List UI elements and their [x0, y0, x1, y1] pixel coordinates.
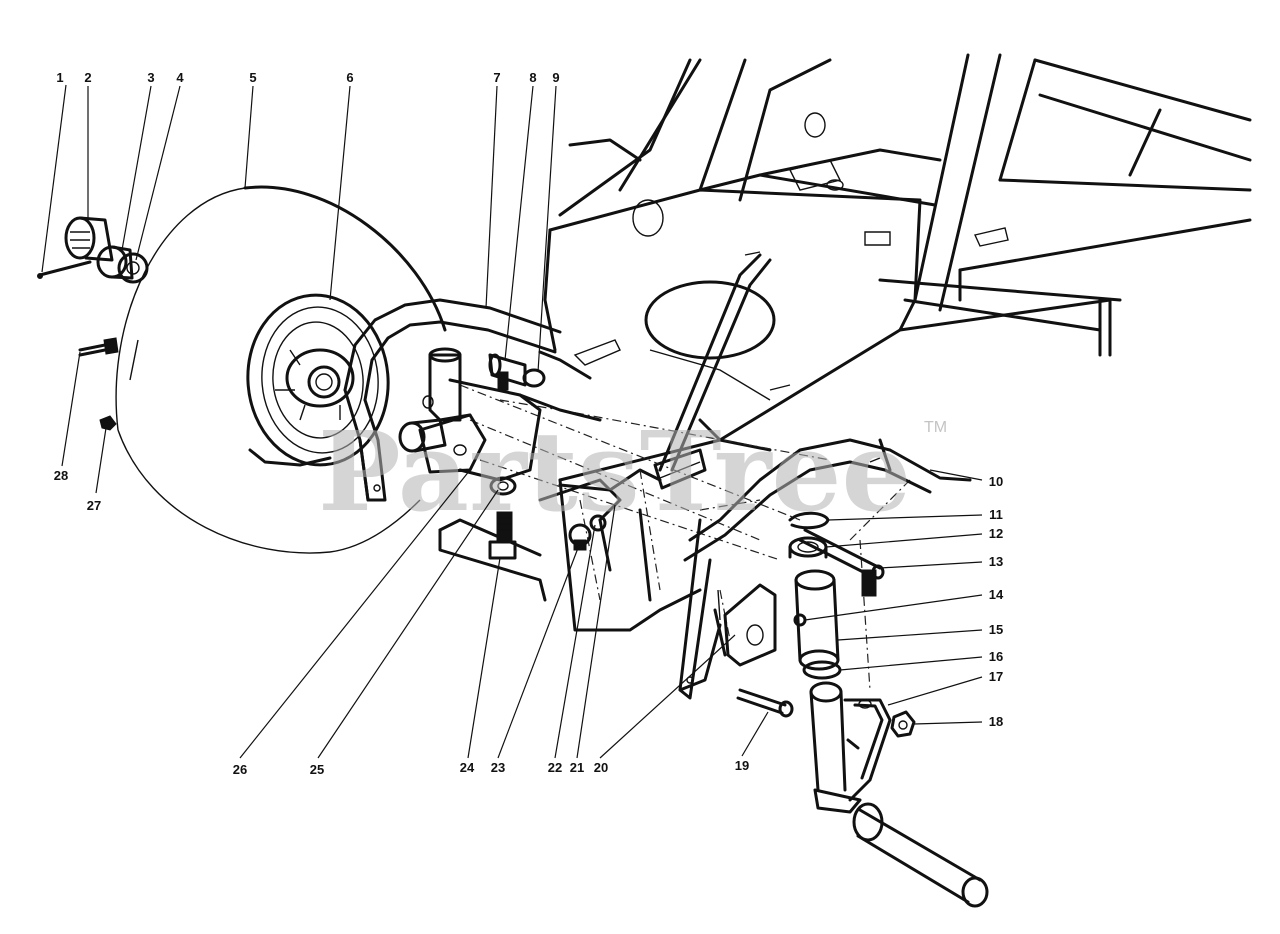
callout-4: 4	[176, 70, 184, 85]
callout-12: 12	[989, 526, 1003, 541]
callout-25: 25	[310, 762, 324, 777]
left-spindle	[398, 413, 487, 474]
left-axle-bracket	[422, 347, 622, 522]
callout-21: 21	[570, 760, 584, 775]
callout-22: 22	[548, 760, 562, 775]
callout-9: 9	[552, 70, 559, 85]
callout-15: 15	[989, 622, 1003, 637]
callout-28: 28	[54, 468, 68, 483]
callout-19: 19	[735, 758, 749, 773]
bushing-15	[793, 569, 840, 671]
callout-6: 6	[346, 70, 353, 85]
nut-27	[99, 415, 117, 431]
callout-3: 3	[147, 70, 154, 85]
callout-17: 17	[989, 669, 1003, 684]
front-axle-beam	[678, 438, 972, 700]
bolt-19	[736, 688, 794, 718]
callout-14: 14	[989, 587, 1004, 602]
callout-10: 10	[989, 474, 1003, 489]
leader-lines	[41, 84, 983, 759]
watermark-text: PartsTree	[318, 407, 912, 536]
watermark-trademark: TM	[924, 419, 947, 436]
right-spindle-bracket-20	[713, 583, 777, 667]
callout-2: 2	[84, 70, 91, 85]
hub-cap-assembly	[37, 216, 149, 284]
callout-11: 11	[989, 507, 1003, 522]
tractor-frame	[438, 53, 1252, 632]
nut-18	[890, 710, 916, 738]
callout-26: 26	[233, 762, 247, 777]
steering-arm	[343, 298, 592, 502]
callout-13: 13	[989, 554, 1003, 569]
wheel-rim	[246, 293, 390, 467]
callout-27: 27	[87, 498, 101, 513]
bolt-24	[488, 511, 517, 560]
bolt-28	[78, 337, 119, 357]
washer-12	[788, 536, 828, 559]
nut-25	[489, 476, 517, 496]
callout-16: 16	[989, 649, 1003, 664]
bolt-8-9-group	[488, 353, 546, 391]
callout-1: 1	[56, 70, 63, 85]
callout-7: 7	[493, 70, 500, 85]
pin-13	[798, 528, 885, 597]
callout-24: 24	[460, 760, 475, 775]
callout-18: 18	[989, 714, 1003, 729]
callout-5: 5	[249, 70, 256, 85]
drag-link-rod	[653, 251, 772, 490]
spindle-17	[809, 681, 989, 908]
callout-8: 8	[529, 70, 536, 85]
callout-23: 23	[491, 760, 505, 775]
callout-20: 20	[594, 760, 608, 775]
callout-labels: 1 2 3 4 5 6 7 8 9 10 11 12 13 14 15 16 1…	[54, 70, 1004, 777]
nut-22-23	[568, 514, 607, 551]
